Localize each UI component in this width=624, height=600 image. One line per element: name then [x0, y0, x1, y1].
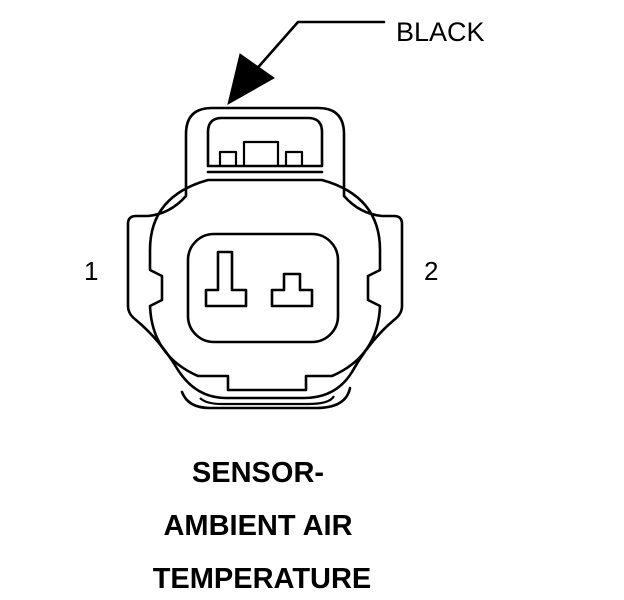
- title-line-2: AMBIENT AIR: [163, 510, 352, 542]
- pin-2-label: 2: [424, 256, 438, 286]
- title-line-3: TEMPERATURE: [153, 563, 372, 595]
- connector-body: [126, 106, 404, 410]
- title-line-1: SENSOR-: [192, 457, 324, 489]
- callout-leader: [227, 20, 386, 106]
- arrowhead-icon: [227, 53, 275, 106]
- terminal-2: [270, 272, 314, 308]
- pin-1-label: 1: [84, 256, 98, 286]
- color-label: BLACK: [396, 17, 485, 47]
- terminal-1: [204, 250, 248, 308]
